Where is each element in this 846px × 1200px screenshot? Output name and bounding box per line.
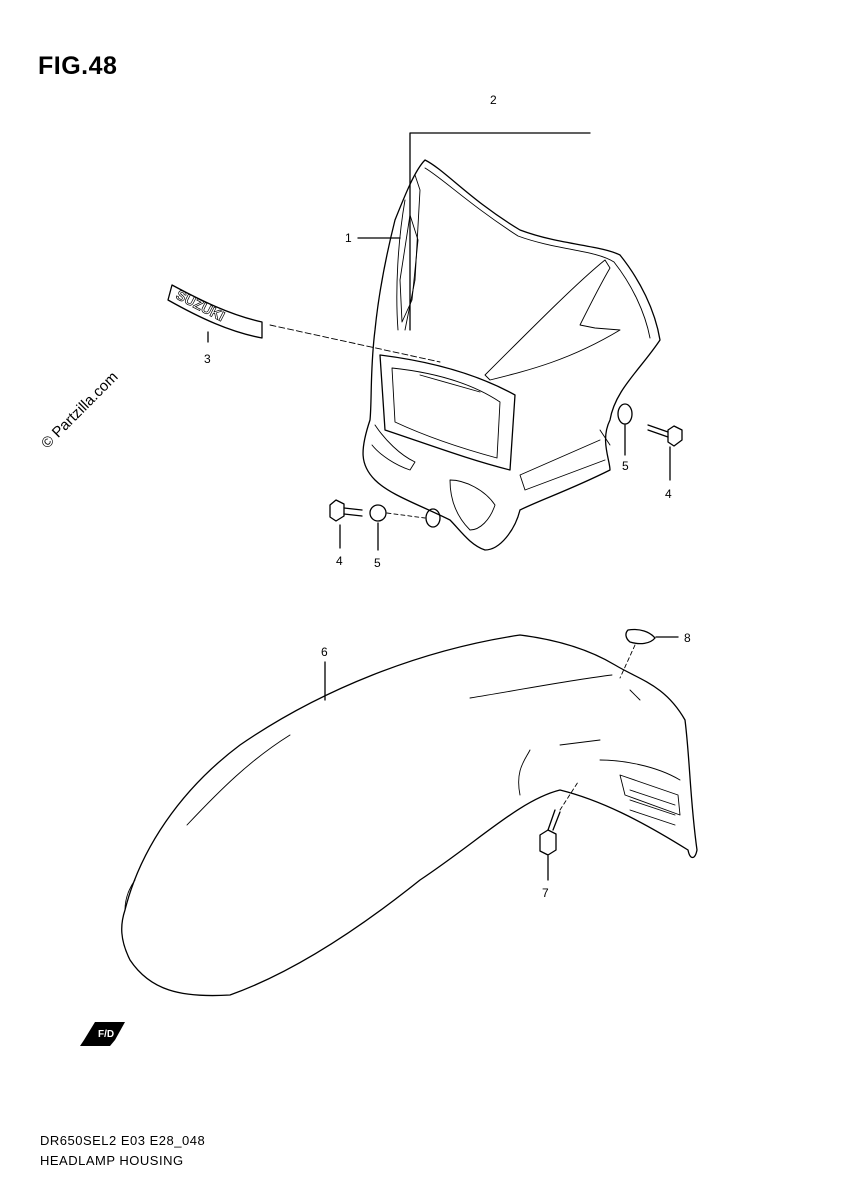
callout-5-right: 5 — [622, 459, 629, 473]
figure-code: DR650SEL2 E03 E28_048 — [40, 1133, 206, 1148]
callout-4-left: 4 — [336, 554, 343, 568]
callout-1: 1 — [345, 231, 352, 245]
callout-3: 3 — [204, 352, 211, 366]
callout-4-right: 4 — [665, 487, 672, 501]
washer-5-right — [617, 403, 633, 456]
bolt-4-left — [329, 499, 363, 549]
suzuki-decal-part: SUZUKI — [167, 284, 441, 363]
callout-2: 2 — [490, 93, 497, 107]
grommet-8 — [619, 628, 679, 679]
washer-5-left — [369, 504, 441, 551]
callout-5-left: 5 — [374, 556, 381, 570]
callout-8: 8 — [684, 631, 691, 645]
figure-title: FIG.48 — [38, 52, 118, 80]
callout-6: 6 — [321, 645, 328, 659]
decal-lettering: SUZUKI — [174, 286, 228, 324]
bolt-7 — [539, 781, 579, 881]
front-fender-part — [121, 634, 698, 997]
headlamp-housing-part — [362, 159, 661, 551]
bolt-4-right — [647, 424, 683, 481]
leader-2 — [409, 132, 591, 331]
callout-7: 7 — [542, 886, 549, 900]
forward-arrow-icon: F/D — [80, 1022, 125, 1046]
forward-arrow-label: F/D — [98, 1029, 114, 1040]
figure-name: HEADLAMP HOUSING — [40, 1153, 184, 1168]
